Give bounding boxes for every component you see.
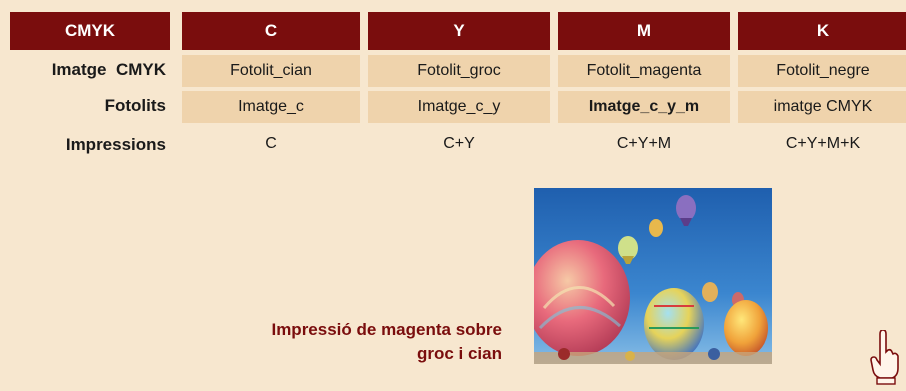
table-cell: Imatge_c <box>182 91 360 123</box>
header-m: M <box>558 12 730 50</box>
table-cell: C+Y+M <box>616 135 672 152</box>
header-k: K <box>738 12 906 50</box>
table-cell: C+Y+M+K <box>785 135 861 152</box>
table-cell: Fotolit_groc <box>368 55 550 87</box>
row-label-fotolits: Fotolits <box>104 96 166 115</box>
hand-pointer-icon[interactable] <box>868 329 902 386</box>
table-cell: Fotolit_magenta <box>558 55 730 87</box>
table-cell-highlighted: Imatge_c_y_m <box>558 91 730 123</box>
hot-air-balloons-photo <box>534 188 772 364</box>
caption: Impressió de magenta sobre groc i cian <box>180 318 502 366</box>
table-cell: Imatge_c_y <box>368 91 550 123</box>
table-cell: C+Y <box>443 135 475 152</box>
header-c: C <box>182 12 360 50</box>
row-label-impressions: Impressions <box>65 135 166 154</box>
header-cmyk: CMYK <box>10 12 170 50</box>
caption-line-1: Impressió de magenta sobre <box>271 320 502 339</box>
table-cell: Fotolit_negre <box>738 55 906 87</box>
table-cell: C <box>265 135 277 152</box>
header-y: Y <box>368 12 550 50</box>
table-cell: Fotolit_cian <box>182 55 360 87</box>
caption-line-2: groc i cian <box>416 344 502 363</box>
row-label-imatge-cmyk: Imatge CMYK <box>51 60 166 79</box>
table-cell: imatge CMYK <box>738 91 906 123</box>
